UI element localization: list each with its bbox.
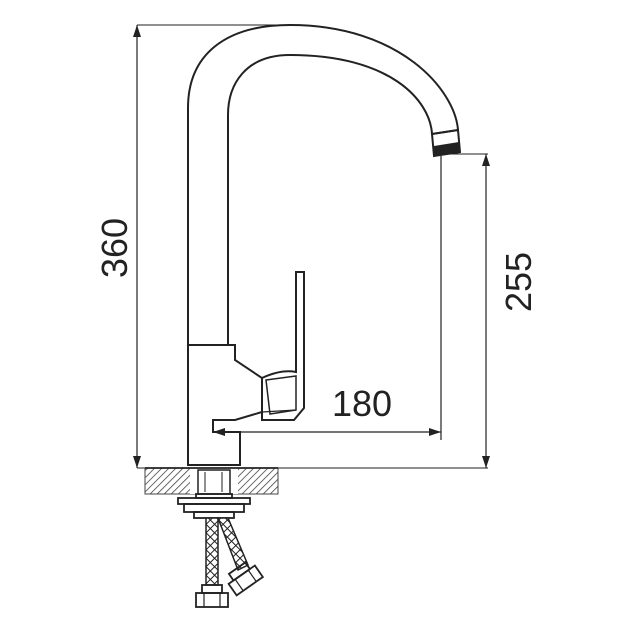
dimension-spout-reach: 180 [213, 156, 442, 440]
faucet-body [187, 23, 462, 466]
countertop-section [144, 467, 279, 495]
mounting-shank [177, 469, 251, 519]
total-height-label: 360 [94, 218, 135, 278]
spout-reach-label: 180 [332, 383, 392, 424]
spout-height-label: 255 [498, 252, 539, 312]
supply-hoses [195, 517, 265, 608]
dimension-spout-height: 255 [278, 153, 539, 469]
dimension-total-height: 360 [94, 24, 300, 469]
